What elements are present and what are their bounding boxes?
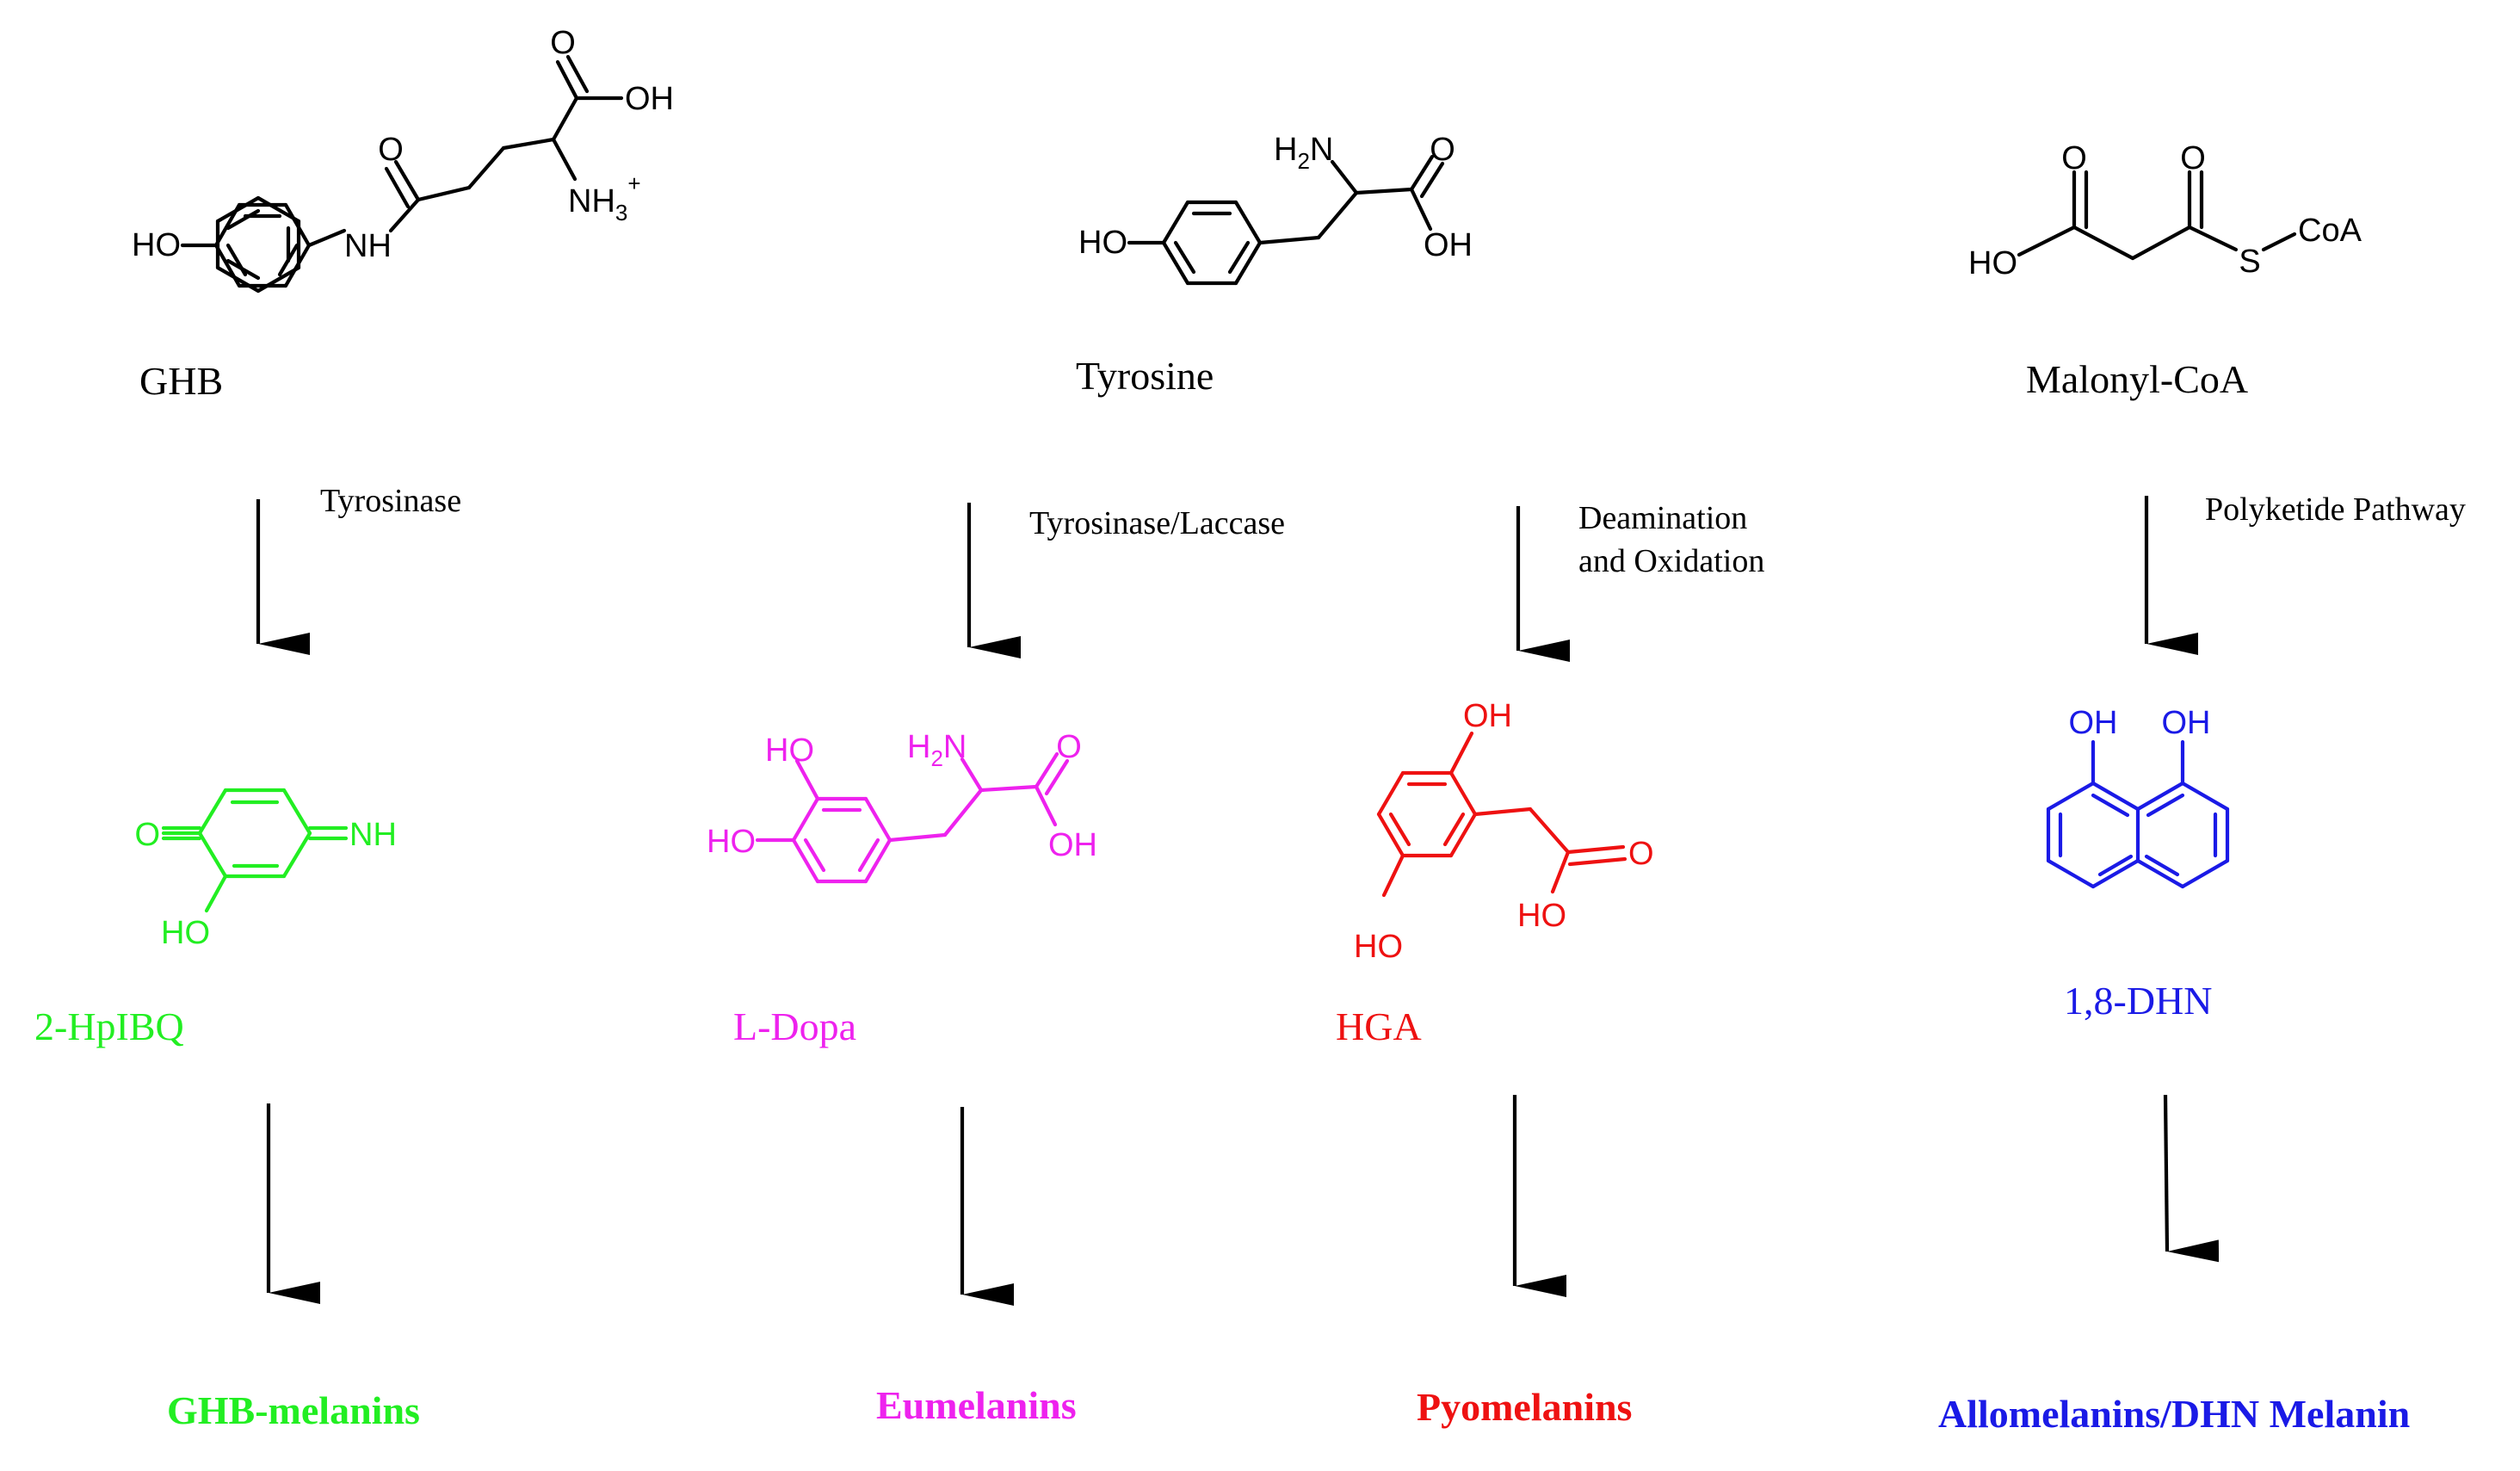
arrow-dhn-to-allomelanins [2163, 1094, 2220, 1263]
malonyl-coa-name: Malonyl-CoA [2026, 357, 2248, 401]
product-arrows [266, 1094, 2220, 1306]
ghb-atom-labels: HO NH O O OH NH3+ [132, 25, 674, 264]
ldopa-h2n-label: H2N [907, 729, 967, 771]
ldopa-o-label: O [1056, 729, 1082, 765]
malonyl-coa-label: CoA [2298, 213, 2362, 249]
dhn-oh2-label: OH [2162, 705, 2211, 741]
dhn-oh1-label: OH [2069, 705, 2118, 741]
ghb-acid-o-label: O [550, 25, 576, 61]
enzyme-and-oxidation: and Oxidation [1578, 543, 1764, 579]
tyrosine-o-label: O [1430, 132, 1455, 168]
ldopa-molecule [755, 751, 1070, 884]
ghb-ho-label: HO [132, 227, 181, 263]
ghb-molecule [180, 54, 624, 288]
hga-atom-labels: OH O HO HO [1354, 698, 1654, 965]
hga-name: HGA [1336, 1004, 1422, 1048]
hpibq-ho-label: HO [161, 915, 210, 951]
hpibq-co-double [161, 825, 202, 841]
ghb-nh3-label: NH3+ [568, 170, 641, 226]
malonyl-s-label: S [2239, 244, 2260, 280]
ldopa-ho2-label: HO [707, 824, 756, 860]
hpibq-name: 2-HpIBQ [34, 1004, 184, 1048]
enzyme-arrows [256, 496, 2198, 662]
product-pyomelanins: Pyomelanins [1417, 1385, 1632, 1429]
hpibq-molecule [161, 788, 349, 913]
malonyl-coa-molecule [2017, 170, 2297, 261]
dhn-molecule [2046, 739, 2230, 889]
hga-molecule [1376, 731, 1628, 898]
hga-o-label: O [1628, 836, 1654, 872]
tyrosine-molecule [1127, 154, 1445, 286]
enzyme-polyketide-pathway: Polyketide Pathway [2205, 491, 2466, 528]
hga-oh-label: OH [1463, 698, 1512, 734]
product-eumelanins: Eumelanins [876, 1383, 1077, 1427]
ldopa-name: L-Dopa [733, 1004, 856, 1048]
product-labels: GHB-melanins Eumelanins Pyomelanins Allo… [167, 1383, 2410, 1436]
ghb-oh-label: OH [625, 81, 674, 117]
enzyme-deamination: Deamination [1578, 500, 1747, 536]
tyrosine-name: Tyrosine [1076, 354, 1214, 398]
tyrosine-atom-labels: HO H2N O OH [1078, 132, 1473, 263]
hga-ho2-label: HO [1354, 929, 1403, 965]
enzyme-tyrosinase: Tyrosinase [320, 483, 461, 519]
ldopa-oh-label: OH [1048, 827, 1097, 863]
ghb-structure [215, 195, 301, 294]
hpibq-o-label: O [134, 817, 160, 853]
tyrosine-ho-label: HO [1078, 225, 1127, 261]
ghb-name: GHB [139, 359, 223, 403]
ghb-amide-o-label: O [378, 132, 404, 168]
product-ghb-melanins: GHB-melanins [167, 1388, 420, 1432]
dhn-atom-labels: OH OH [2069, 705, 2211, 741]
ldopa-atom-labels: HO HO H2N O OH [707, 729, 1097, 863]
enzyme-tyrosinase-laccase: Tyrosinase/Laccase [1029, 505, 1285, 541]
dhn-name: 1,8-DHN [2064, 979, 2212, 1023]
ldopa-ho1-label: HO [765, 732, 814, 769]
hpibq-nh-label: NH [349, 817, 397, 853]
tyrosine-h2n-label: H2N [1274, 132, 1333, 174]
malonyl-coa-atom-labels: HO O O S CoA [1968, 140, 2362, 281]
malonyl-o2-label: O [2180, 140, 2206, 176]
hga-ho1-label: HO [1517, 898, 1566, 934]
tyrosine-oh-label: OH [1424, 227, 1473, 263]
malonyl-ho-label: HO [1968, 245, 2017, 281]
hpibq-atom-labels: O NH HO [134, 817, 396, 951]
ghb-nh-label: NH [344, 228, 392, 264]
enzyme-labels: Tyrosinase Tyrosinase/Laccase Deaminatio… [320, 483, 2466, 579]
product-allomelanins-dhn-melanin: Allomelanins/DHN Melanin [1938, 1392, 2410, 1436]
malonyl-o1-label: O [2061, 140, 2087, 176]
